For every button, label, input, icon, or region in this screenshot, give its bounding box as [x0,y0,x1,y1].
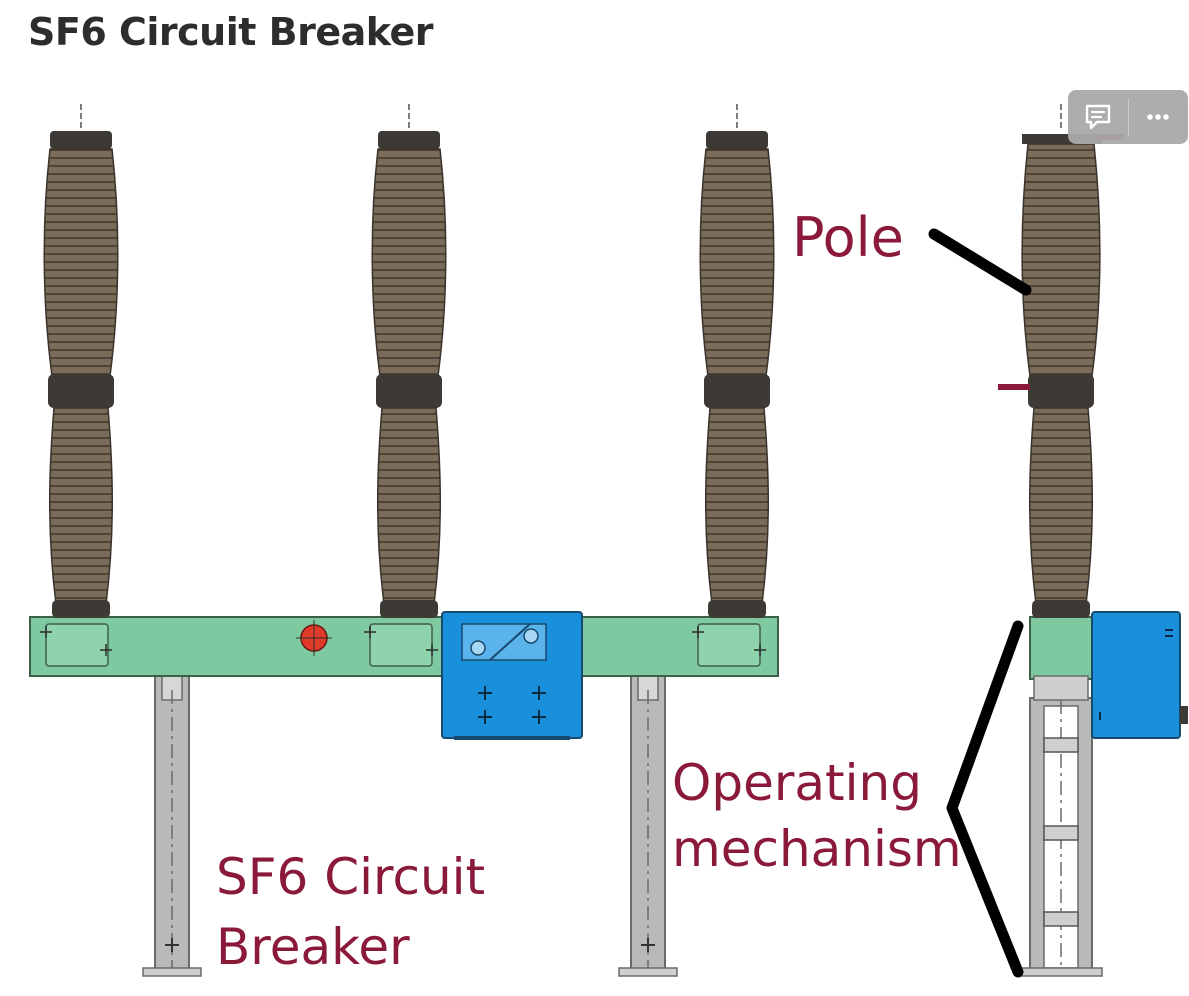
side-base-frame [1029,616,1093,701]
image-toolbar [1068,90,1188,144]
side-mechanism-box [1091,611,1188,739]
front-view [29,104,779,977]
page-title: SF6 Circuit Breaker [28,10,434,54]
pressure-indicator [296,620,332,656]
operating-mechanism-box [441,611,583,740]
insulator-pole-3 [699,104,775,618]
side-insulator-pole [998,104,1124,618]
base-frame [29,616,779,677]
comment-icon [1085,104,1110,130]
side-view [928,104,1188,978]
pole-label: Pole [792,206,904,269]
operating-mechanism-label-line1: Operating [672,754,922,812]
operating-mechanism-label-line2: mechanism [672,820,962,878]
pole-callout-line [928,228,1032,296]
more-icon [1147,114,1170,120]
breaker-label-line1: SF6 Circuit [216,848,485,906]
mechanism-callout-bracket [946,620,1024,978]
breaker-label-line2: Breaker [216,918,410,976]
toolbar-divider [1127,98,1129,136]
more-options-button[interactable] [1129,90,1189,144]
insulator-pole-1 [43,104,119,618]
comment-button[interactable] [1068,90,1128,144]
support-column-left [142,675,202,977]
side-support-column [1019,697,1103,977]
support-column-right [618,675,678,977]
insulator-pole-2 [371,104,447,618]
